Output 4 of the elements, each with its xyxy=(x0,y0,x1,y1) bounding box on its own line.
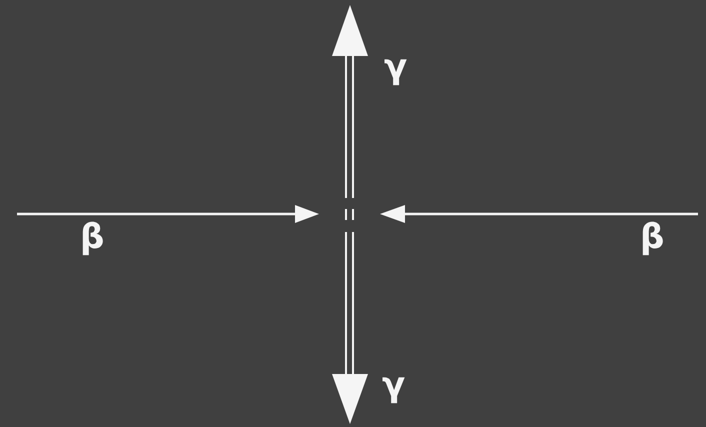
greek-letter-label: β xyxy=(80,220,104,254)
greek-letter-label: γ xyxy=(384,50,408,84)
greek-letter-label: β xyxy=(640,220,664,254)
greek-letter-label: γ xyxy=(382,368,406,402)
